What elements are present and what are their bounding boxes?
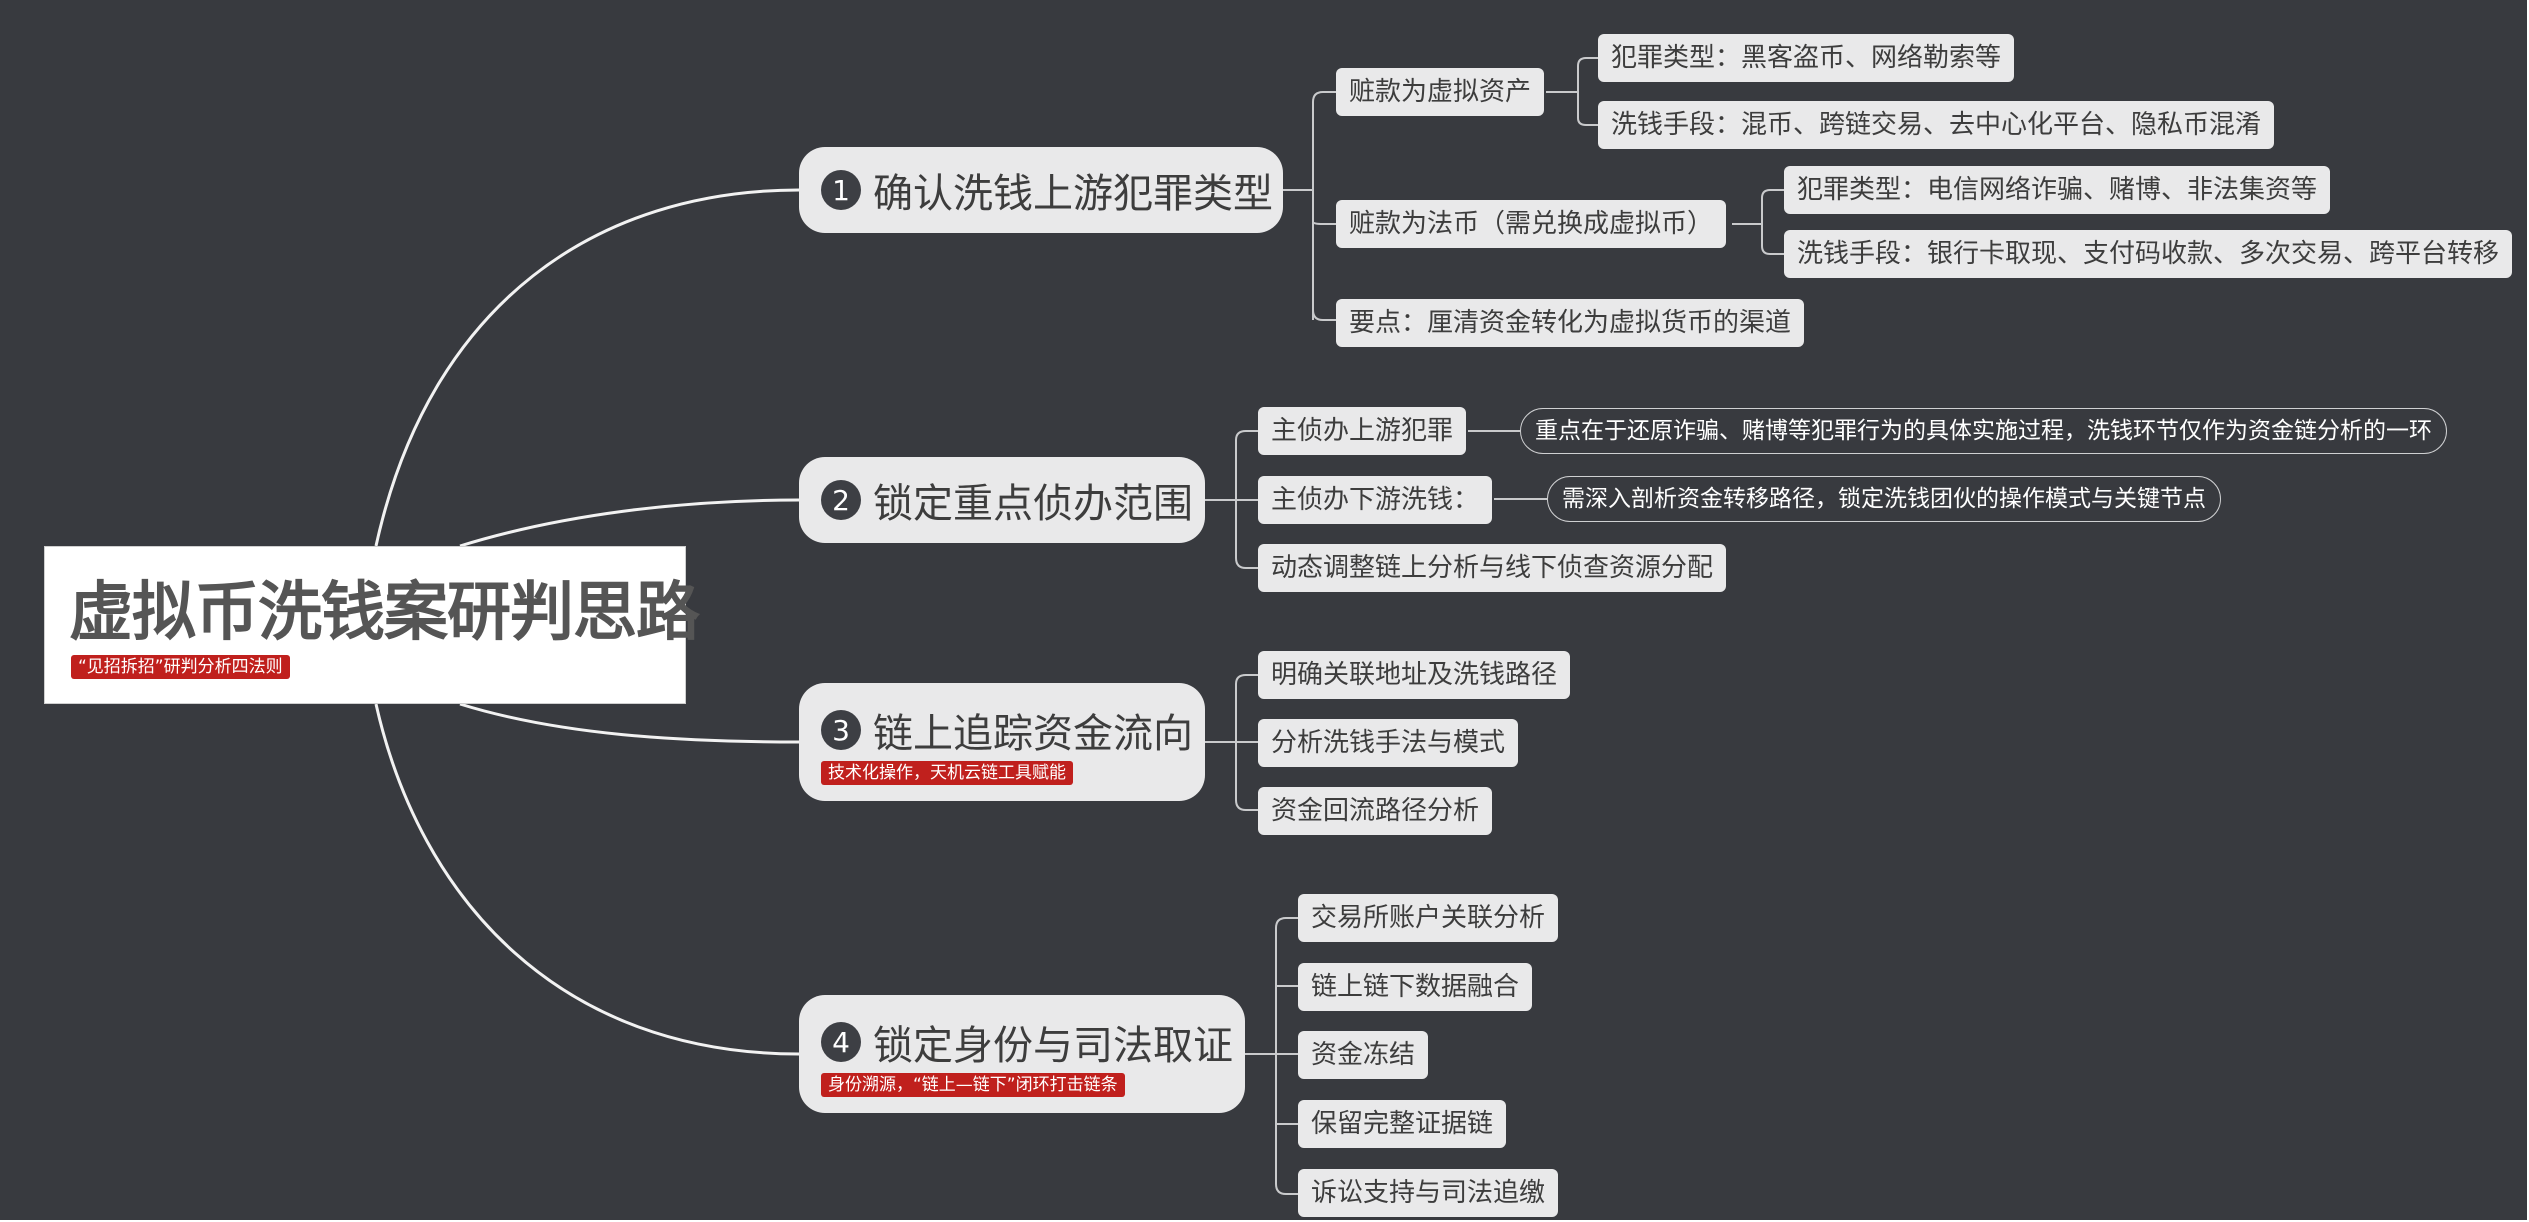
branch-3[interactable]: 3 链上追踪资金流向 技术化操作，天机云链工具赋能 bbox=[799, 683, 1205, 801]
edge-root-b1 bbox=[374, 188, 800, 547]
edge-b2-c1 bbox=[1235, 430, 1258, 441]
root-title: 虚拟币洗钱案研判思路 bbox=[69, 576, 700, 650]
b4-child-1[interactable]: 交易所账户关联分析 bbox=[1298, 894, 1559, 942]
b1-child-2-grand-1[interactable]: 犯罪类型：电信网络诈骗、赌博、非法集资等 bbox=[1784, 166, 2331, 214]
branch-2[interactable]: 2 锁定重点侦办范围 bbox=[799, 457, 1205, 543]
b3-child-3[interactable]: 资金回流路径分析 bbox=[1258, 787, 1493, 835]
branch-2-number: 2 bbox=[821, 480, 861, 520]
root-topic[interactable]: 虚拟币洗钱案研判思路 “见招拆招”研判分析四法则 bbox=[44, 546, 700, 704]
branch-3-label: 链上追踪资金流向 bbox=[873, 711, 1193, 757]
edge-b4-trunk bbox=[1245, 928, 1277, 1184]
b1-child-2-grand-2[interactable]: 洗钱手段：银行卡取现、支付码收款、多次交易、跨平台转移 bbox=[1784, 230, 2513, 278]
edge-b1-trunk bbox=[1283, 102, 1314, 320]
b1-child-2[interactable]: 赃款为法币（需兑换成虚拟币） bbox=[1336, 200, 1727, 248]
edge-b4-c1 bbox=[1275, 917, 1298, 929]
edge-b3-trunk bbox=[1205, 684, 1237, 800]
b3-child-1[interactable]: 明确关联地址及洗钱路径 bbox=[1258, 651, 1571, 699]
edge-b3-c3 bbox=[1235, 799, 1258, 811]
b4-child-5[interactable]: 诉讼支持与司法追缴 bbox=[1298, 1169, 1559, 1217]
b4-child-4[interactable]: 保留完整证据链 bbox=[1298, 1100, 1507, 1148]
b3-child-2[interactable]: 分析洗钱手法与模式 bbox=[1258, 719, 1519, 767]
edge-b1-c3 bbox=[1312, 309, 1336, 321]
edge-b1-c1-g2 bbox=[1577, 117, 1598, 126]
root-tag: “见招拆招”研判分析四法则 bbox=[71, 655, 290, 679]
edge-b1-c1 bbox=[1312, 91, 1336, 103]
b4-child-2[interactable]: 链上链下数据融合 bbox=[1298, 963, 1533, 1011]
branch-1[interactable]: 1 确认洗钱上游犯罪类型 bbox=[799, 147, 1283, 233]
branch-1-number: 1 bbox=[821, 170, 861, 210]
edge-b2-c3 bbox=[1235, 557, 1258, 569]
branch-4-label: 锁定身份与司法取证 bbox=[873, 1023, 1233, 1069]
b2-child-1[interactable]: 主侦办上游犯罪 bbox=[1258, 407, 1467, 455]
edge-b1-c2-g2 bbox=[1761, 245, 1784, 255]
branch-3-number: 3 bbox=[821, 710, 861, 750]
b2-child-2-note[interactable]: 需深入剖析资金转移路径，锁定洗钱团伙的操作模式与关键节点 bbox=[1547, 476, 2221, 522]
branch-2-label: 锁定重点侦办范围 bbox=[873, 481, 1193, 527]
branch-4[interactable]: 4 锁定身份与司法取证 身份溯源，“链上—链下”闭环打击链条 bbox=[799, 995, 1245, 1113]
edge-b1-c2-trunk bbox=[1732, 198, 1763, 246]
branch-4-tag: 身份溯源，“链上—链下”闭环打击链条 bbox=[821, 1073, 1125, 1097]
b1-child-1[interactable]: 赃款为虚拟资产 bbox=[1336, 68, 1545, 116]
edge-root-b3 bbox=[459, 702, 800, 744]
b4-child-3[interactable]: 资金冻结 bbox=[1298, 1031, 1429, 1079]
edge-root-b2 bbox=[459, 498, 800, 548]
edge-b1-c2 bbox=[1312, 221, 1336, 225]
edge-b1-c1-g1 bbox=[1577, 57, 1598, 67]
edge-b1-c1-trunk bbox=[1546, 66, 1579, 118]
b2-child-1-note[interactable]: 重点在于还原诈骗、赌博等犯罪行为的具体实施过程，洗钱环节仅作为资金链分析的一环 bbox=[1520, 408, 2447, 454]
branch-3-tag: 技术化操作，天机云链工具赋能 bbox=[821, 761, 1073, 785]
branch-4-number: 4 bbox=[821, 1022, 861, 1062]
edge-b1-c2-g1 bbox=[1761, 189, 1784, 199]
b1-child-3[interactable]: 要点：厘清资金转化为虚拟货币的渠道 bbox=[1336, 299, 1805, 347]
b2-child-3[interactable]: 动态调整链上分析与线下侦查资源分配 bbox=[1258, 544, 1727, 592]
edge-root-b4 bbox=[374, 703, 800, 1056]
branch-1-label: 确认洗钱上游犯罪类型 bbox=[873, 171, 1273, 217]
b2-child-2[interactable]: 主侦办下游洗钱： bbox=[1258, 476, 1493, 524]
edge-b3-c1 bbox=[1235, 674, 1258, 685]
b1-child-1-grand-1[interactable]: 犯罪类型：黑客盗币、网络勒索等 bbox=[1598, 34, 2015, 82]
edge-b2-trunk bbox=[1205, 440, 1237, 558]
edge-b4-c5 bbox=[1275, 1183, 1298, 1195]
b1-child-1-grand-2[interactable]: 洗钱手段：混币、跨链交易、去中心化平台、隐私币混淆 bbox=[1598, 101, 2275, 149]
